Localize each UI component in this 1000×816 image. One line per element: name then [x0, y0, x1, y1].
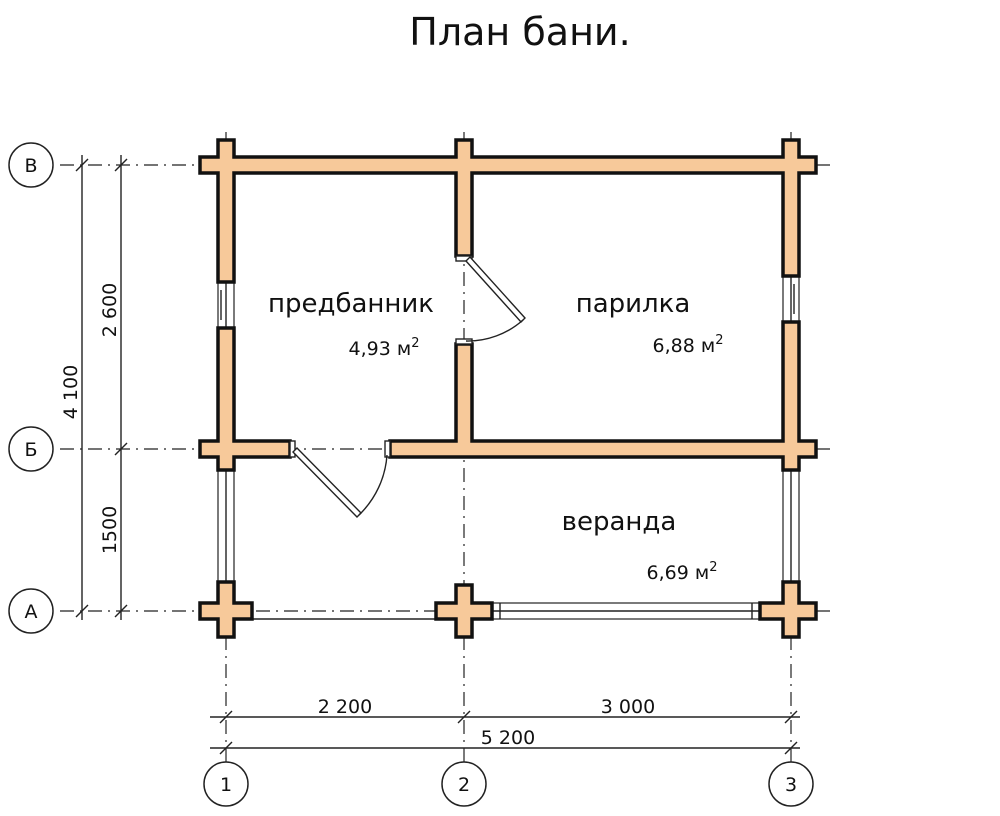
room-parilka: парилка 6,88 м2: [576, 289, 724, 357]
axis-label: 1: [220, 774, 232, 796]
room-name: предбанник: [268, 289, 434, 319]
room-predbannik: предбанник 4,93 м2: [268, 289, 434, 360]
axis-label: Б: [24, 439, 37, 461]
axis-marker-b: Б: [8, 426, 54, 472]
veranda-outline: [217, 469, 800, 620]
window-left: [217, 281, 235, 329]
dim-1500: 1500: [99, 506, 121, 554]
dim-5200: 5 200: [481, 727, 535, 749]
plan-title: План бани.: [409, 10, 630, 54]
axis-marker-2: 2: [441, 761, 487, 807]
axis-marker-a: А: [8, 588, 54, 634]
axis-marker-1: 1: [203, 761, 249, 807]
axis-label: 2: [458, 774, 470, 796]
log-walls: [198, 138, 818, 639]
dim-4100: 4 100: [60, 365, 82, 419]
room-veranda: веранда 6,69 м2: [562, 507, 718, 584]
axis-marker-3: 3: [768, 761, 814, 807]
door-sauna: [455, 255, 526, 345]
window-right: [782, 275, 800, 323]
horizontal-dimensions: 2 200 3 000 5 200: [210, 696, 800, 755]
room-name: веранда: [562, 507, 677, 537]
vertical-dimensions: 2 600 1500 4 100: [60, 155, 128, 620]
axis-label: 3: [785, 774, 797, 796]
dim-3000: 3 000: [601, 696, 655, 718]
room-name: парилка: [576, 289, 691, 319]
room-area: 6,88 м2: [653, 333, 724, 357]
axis-label: А: [25, 601, 38, 623]
dim-2600: 2 600: [99, 283, 121, 337]
door-entrance: [289, 440, 391, 518]
room-area: 4,93 м2: [349, 336, 420, 360]
axis-label: В: [24, 155, 37, 177]
dim-2200: 2 200: [318, 696, 372, 718]
axis-marker-v: В: [8, 142, 54, 188]
room-area: 6,69 м2: [647, 560, 718, 584]
